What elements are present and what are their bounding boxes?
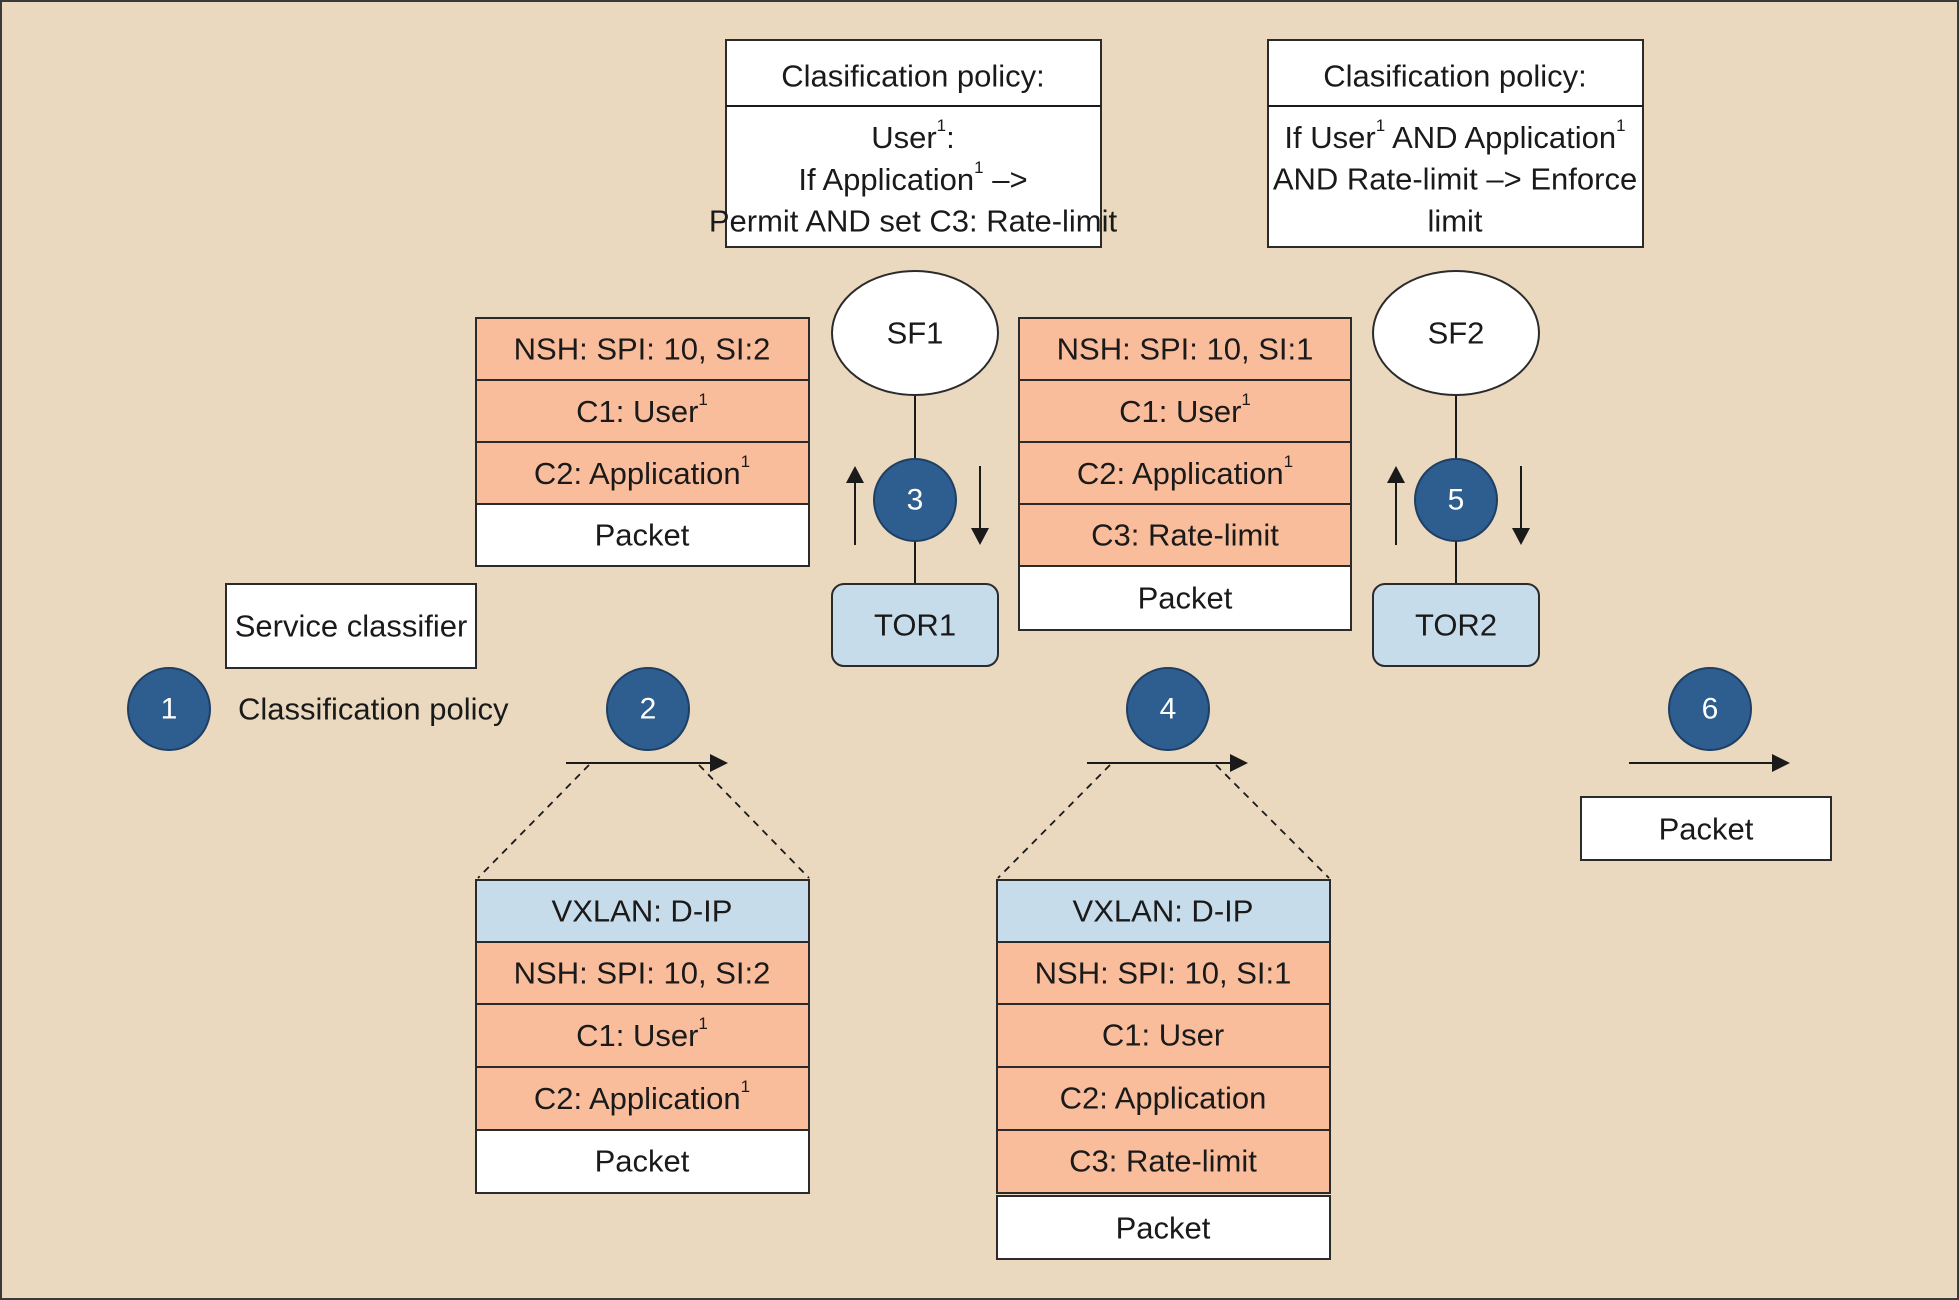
svg-text:NSH: SPI: 10, SI:1: NSH: SPI: 10, SI:1: [1057, 332, 1314, 367]
right-arrow-icon: [1629, 754, 1790, 772]
step-1-circle: 1: [127, 667, 211, 751]
svg-text:C2: Application1: C2: Application1: [1077, 452, 1293, 491]
zoom-line: [1215, 764, 1330, 879]
down-arrow-icon: [971, 466, 989, 545]
step-3-circle: 3: [873, 458, 957, 542]
svg-text:SF1: SF1: [887, 316, 944, 351]
svg-text:NSH: SPI: 10, SI:2: NSH: SPI: 10, SI:2: [514, 332, 771, 367]
zoom-line: [477, 764, 590, 879]
svg-text:Packet: Packet: [595, 1144, 690, 1179]
classification-policy-box-2: Clasification policy: If User1 AND Appli…: [1267, 39, 1644, 248]
svg-text:TOR1: TOR1: [874, 608, 956, 643]
svg-text:C1: User1: C1: User1: [576, 390, 708, 429]
service-classifier-box: Service classifier: [225, 583, 477, 669]
policy1-title: Clasification policy:: [781, 59, 1045, 94]
policy1-line1: User1:: [871, 116, 955, 155]
svg-text:C1: User1: C1: User1: [1119, 390, 1251, 429]
sf1-node: SF1: [831, 270, 999, 396]
policy2-line3: limit: [1427, 204, 1482, 239]
svg-text:C2: Application1: C2: Application1: [534, 1077, 750, 1116]
final-packet-box: Packet: [1580, 796, 1832, 861]
sf2-node: SF2: [1372, 270, 1540, 396]
tor2-node: TOR2: [1372, 583, 1540, 667]
svg-text:6: 6: [1702, 693, 1719, 726]
svg-text:NSH: SPI: 10, SI:2: NSH: SPI: 10, SI:2: [514, 956, 771, 991]
svg-text:C1: User1: C1: User1: [576, 1014, 708, 1053]
policy1-line2: If Application1 –>: [798, 158, 1027, 197]
sf1-header-stack: NSH: SPI: 10, SI:2 C1: User1 C2: Applica…: [475, 317, 810, 567]
svg-text:VXLAN: D-IP: VXLAN: D-IP: [552, 894, 733, 929]
svg-text:C2: Application: C2: Application: [1060, 1081, 1267, 1116]
zoom-line: [698, 764, 810, 879]
down-arrow-icon: [1512, 466, 1530, 545]
svg-text:5: 5: [1448, 484, 1465, 517]
svg-text:1: 1: [161, 693, 178, 726]
svg-text:2: 2: [640, 693, 657, 726]
classification-policy-box-1: Clasification policy: User1: If Applicat…: [709, 39, 1118, 248]
classification-policy-label: Classification policy: [238, 692, 509, 727]
right-arrow-icon: [1087, 754, 1248, 772]
step-4-circle: 4: [1126, 667, 1210, 751]
svg-text:C2: Application1: C2: Application1: [534, 452, 750, 491]
svg-text:Packet: Packet: [595, 518, 690, 553]
policy2-title: Clasification policy:: [1323, 59, 1587, 94]
svg-text:Service classifier: Service classifier: [235, 609, 468, 644]
svg-text:SF2: SF2: [1428, 316, 1485, 351]
policy1-line3: Permit AND set C3: Rate-limit: [709, 204, 1118, 239]
svg-text:VXLAN: D-IP: VXLAN: D-IP: [1073, 894, 1254, 929]
svg-text:C3: Rate-limit: C3: Rate-limit: [1091, 518, 1279, 553]
vxlan-stack-2: VXLAN: D-IP NSH: SPI: 10, SI:1 C1: User …: [996, 879, 1331, 1260]
vxlan-stack-1: VXLAN: D-IP NSH: SPI: 10, SI:2 C1: User1…: [475, 879, 810, 1194]
sf2-header-stack: NSH: SPI: 10, SI:1 C1: User1 C2: Applica…: [1018, 317, 1352, 631]
tor1-node: TOR1: [831, 583, 999, 667]
policy2-line1: If User1 AND Application1: [1284, 116, 1625, 155]
svg-text:3: 3: [907, 484, 924, 517]
svg-text:Packet: Packet: [1138, 581, 1233, 616]
svg-text:C3: Rate-limit: C3: Rate-limit: [1069, 1144, 1257, 1179]
up-arrow-icon: [846, 466, 864, 545]
svg-text:Packet: Packet: [1659, 812, 1754, 847]
zoom-line: [997, 764, 1111, 879]
step-5-circle: 5: [1414, 458, 1498, 542]
svg-text:TOR2: TOR2: [1415, 608, 1497, 643]
policy2-line2: AND Rate-limit –> Enforce: [1273, 162, 1637, 197]
svg-text:4: 4: [1160, 693, 1177, 726]
up-arrow-icon: [1387, 466, 1405, 545]
step-6-circle: 6: [1668, 667, 1752, 751]
step-2-circle: 2: [606, 667, 690, 751]
svg-text:NSH: SPI: 10, SI:1: NSH: SPI: 10, SI:1: [1035, 956, 1292, 991]
svg-text:Packet: Packet: [1116, 1211, 1211, 1246]
svg-text:C1: User: C1: User: [1102, 1018, 1224, 1053]
right-arrow-icon: [566, 754, 728, 772]
